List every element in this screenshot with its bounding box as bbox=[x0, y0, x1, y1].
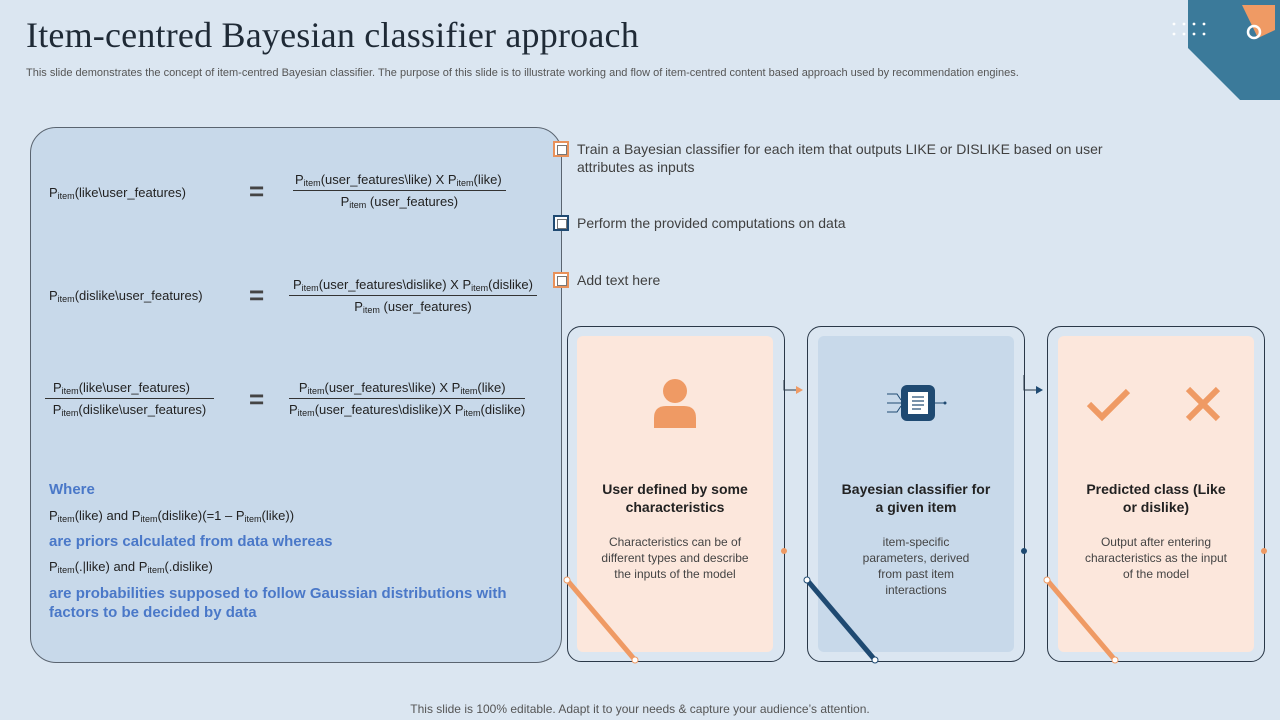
priors-text: are priors calculated from data whereas bbox=[49, 533, 333, 550]
card-title: User defined by some characteristics bbox=[602, 481, 748, 515]
card-frame bbox=[807, 326, 1025, 662]
probs-text: are probabilities supposed to follow Gau… bbox=[49, 585, 507, 621]
cross-icon bbox=[1185, 386, 1221, 422]
corner-decoration bbox=[1188, 0, 1280, 100]
dots-decoration bbox=[1172, 22, 1206, 36]
user-icon bbox=[654, 379, 696, 428]
checkbox-icon bbox=[553, 272, 569, 288]
card-frame bbox=[567, 326, 785, 662]
card-text: Characteristics can be of different type… bbox=[601, 535, 749, 581]
card-title: Bayesian classifier for a given item bbox=[841, 481, 991, 515]
card-text: item-specific parameters, derived from p… bbox=[862, 535, 970, 597]
checkbox-icon bbox=[553, 215, 569, 231]
equals-sign: = bbox=[249, 384, 265, 414]
priors-formula: Pitem(like) and Pitem(dislike)(=1 – Pite… bbox=[49, 508, 295, 524]
equals-sign: = bbox=[249, 280, 265, 310]
equals-sign: = bbox=[249, 176, 265, 206]
card-frame bbox=[1047, 326, 1265, 662]
probs-formula: Pitem(.|like) and Pitem(.dislike) bbox=[49, 559, 213, 575]
where-label: Where bbox=[49, 481, 95, 498]
checkbox-icon bbox=[553, 141, 569, 157]
page-subtitle: This slide demonstrates the concept of i… bbox=[26, 67, 1019, 79]
check-icon bbox=[1086, 388, 1131, 422]
bullet-item: Perform the provided computations on dat… bbox=[553, 214, 846, 232]
card-prediction bbox=[1058, 336, 1254, 652]
card-title: Predicted class (Like or dislike) bbox=[1086, 481, 1226, 515]
footer-note: This slide is 100% editable. Adapt it to… bbox=[410, 702, 870, 716]
bullet-item: Train a Bayesian classifier for each ite… bbox=[553, 140, 1143, 176]
bullet-item: Add text here bbox=[553, 271, 660, 289]
card-text: Output after entering characteristics as… bbox=[1084, 535, 1228, 581]
page-title: Item-centred Bayesian classifier approac… bbox=[26, 15, 639, 55]
classifier-document-icon bbox=[887, 385, 947, 421]
formula-panel: Pitem(like\user_features) = Pitem(user_f… bbox=[30, 127, 562, 663]
